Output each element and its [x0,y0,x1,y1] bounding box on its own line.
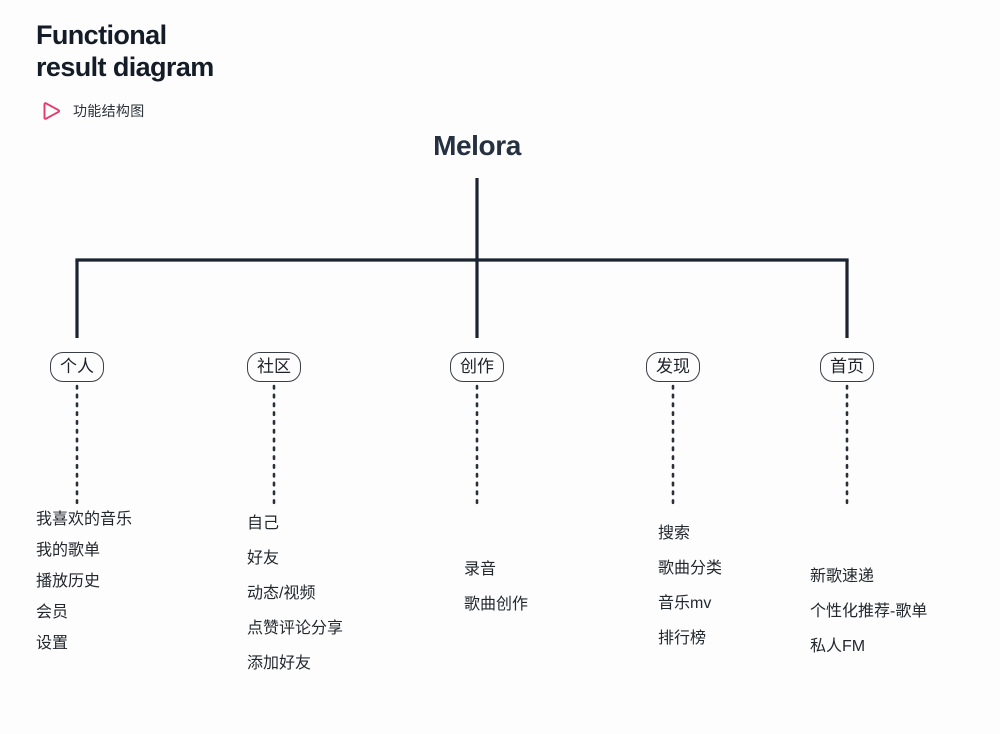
leaf-item[interactable]: 好友 [247,550,280,567]
branch-node-discover[interactable]: 发现 [646,352,700,383]
leaf-list-home: 新歌速递个性化推荐-歌单私人FM [810,569,927,655]
subtitle-text: 功能结构图 [73,103,145,119]
leaf-list-discover: 搜索歌曲分类音乐mv 排行榜 [658,526,722,647]
branch-node-personal[interactable]: 个人 [50,352,104,383]
leaf-item[interactable]: 添加好友 [247,655,312,672]
branch-node-label: 创作 [460,357,494,376]
leaf-item[interactable]: 歌曲创作 [464,596,529,613]
root-node-label: Melora [433,130,521,161]
branch-node-home[interactable]: 首页 [820,352,874,383]
leaf-item[interactable]: 设置 [36,635,69,652]
leaf-list-create: 录音歌曲创作 [464,562,528,613]
leaf-item[interactable]: 自己 [247,515,280,532]
branch-node-label: 发现 [656,357,690,376]
leaf-item[interactable]: 音乐mv [658,595,712,612]
leaf-item[interactable]: 排行榜 [658,630,707,647]
leaf-item[interactable]: 播放历史 [36,573,101,590]
leaf-item[interactable]: 私人FM [810,638,866,655]
leaf-item[interactable]: 新歌速递 [810,568,875,585]
leaf-item[interactable]: 会员 [36,604,69,621]
leaf-item[interactable]: 歌曲分类 [658,560,723,577]
leaf-item[interactable]: 动态/视频 [247,585,316,602]
leaf-item[interactable]: 搜索 [658,525,691,542]
leaf-list-personal: 我喜欢的音乐我的歌单播放历史会员设置 [36,512,132,652]
branch-node-create[interactable]: 创作 [450,352,504,383]
branch-node-label: 首页 [830,357,864,376]
leaf-item[interactable]: 录音 [464,561,497,578]
leaf-item[interactable]: 我的歌单 [36,542,101,559]
subtitle-row: 功能结构图 [41,100,145,122]
branch-node-label: 社区 [257,357,291,376]
branch-node-community[interactable]: 社区 [247,352,301,383]
branch-node-label: 个人 [60,357,94,376]
play-triangle-icon [41,100,63,122]
leaf-item[interactable]: 我喜欢的音乐 [36,511,133,528]
leaf-list-community: 自己好友动态/视频点赞评论分享添加好友 [247,516,343,672]
leaf-item[interactable]: 个性化推荐-歌单 [810,603,928,620]
leaf-item[interactable]: 点赞评论分享 [247,620,344,637]
page-title: Functional result diagram [36,20,214,82]
